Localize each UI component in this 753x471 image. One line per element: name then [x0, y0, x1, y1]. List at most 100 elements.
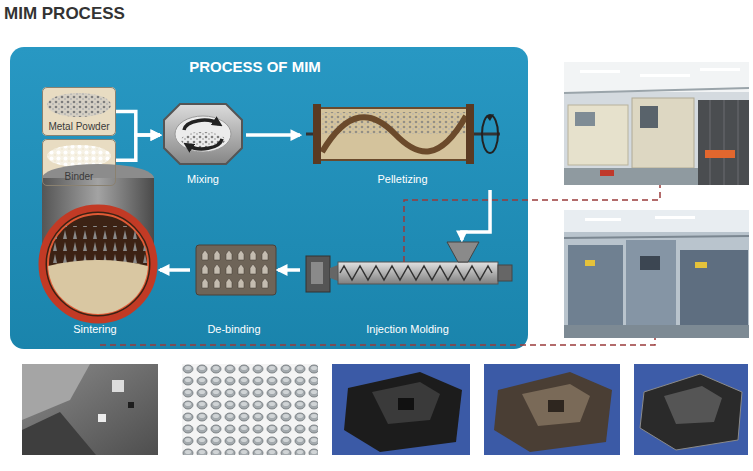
factory-photo [695, 262, 707, 268]
factory-photo [564, 168, 698, 185]
part-photo [22, 364, 90, 420]
furnace-illustration [40, 226, 156, 320]
mixer-illustration [184, 120, 219, 130]
mixer-illustration [164, 104, 242, 164]
factory-photo [738, 100, 739, 185]
stage-label: De-binding [190, 323, 278, 336]
panel-heading: PROCESS OF MIM [120, 58, 390, 76]
process-stage: De-binding [190, 240, 278, 340]
pelletizer-illustration [322, 116, 466, 152]
process-stage: Mixing [160, 100, 246, 190]
pellets-photo [182, 364, 318, 455]
process-panel: PROCESS OF MIM Metal PowderBinder Mixing Pe… [10, 47, 528, 349]
process-stage: Pelletizing [300, 100, 505, 190]
factory-photo [632, 98, 694, 168]
factory-photo [698, 100, 749, 185]
factory-photo [564, 210, 749, 338]
factory-photo [580, 70, 620, 73]
part-photo [494, 372, 612, 452]
part-photo [634, 364, 748, 455]
mixer-illustration [164, 104, 242, 164]
factory-photo [640, 256, 660, 270]
debinding-tray-illustration [196, 245, 276, 295]
stage-label: Mixing [160, 173, 246, 186]
part-photo [22, 412, 96, 455]
factory-photo [600, 170, 614, 176]
factory-photo [564, 325, 749, 338]
factory-photo [564, 88, 749, 93]
stage-label: Sintering [30, 323, 160, 336]
powder-illustration [47, 93, 111, 117]
injection-machine-illustration [306, 256, 330, 292]
factory-photo [640, 74, 690, 77]
binder-illustration [47, 145, 111, 167]
factory-photo [680, 250, 748, 328]
part-photo [398, 398, 414, 410]
part-photo [372, 382, 440, 424]
factory-photo [640, 106, 658, 128]
injection-machine-illustration [311, 262, 323, 284]
stage-label: Metal Powder [43, 121, 115, 133]
page-title: MIM PROCESS [4, 4, 125, 24]
part-photo [332, 364, 470, 455]
injection-machine-illustration [338, 262, 498, 284]
pelletizer-illustration [313, 104, 321, 164]
part-photo [484, 364, 620, 455]
process-stage: Injection Molding [300, 240, 515, 340]
part-photo [22, 364, 158, 455]
part-photo [664, 386, 722, 424]
factory-photo [705, 150, 735, 158]
stage-label: Binder [43, 171, 115, 183]
factory-photo [564, 62, 749, 185]
factory-photo [585, 260, 595, 266]
pelletizer-illustration [318, 108, 470, 160]
factory-photo [575, 112, 595, 126]
stage-label: Pelletizing [300, 173, 505, 186]
part-photo [332, 364, 470, 455]
injection-machine-illustration [340, 266, 492, 280]
factory-photo [564, 236, 749, 238]
stage-label: Injection Molding [300, 323, 515, 336]
powder-illustration [47, 93, 111, 117]
factory-photo [700, 68, 740, 71]
pelletizer-illustration [306, 104, 500, 164]
part-photo [98, 414, 106, 422]
part-photo [344, 372, 462, 452]
factory-photo [564, 210, 749, 338]
factory-photo [564, 62, 749, 185]
injection-machine-illustration [498, 265, 512, 281]
pellets-photo [182, 364, 318, 455]
factory-photo [585, 218, 621, 221]
pelletizer-illustration [466, 104, 474, 164]
factory-photo [568, 105, 628, 165]
part-photo [548, 400, 564, 412]
debinding-tray-illustration [200, 249, 272, 291]
factory-photo [564, 62, 749, 92]
factory-photo [568, 245, 623, 325]
part-photo [22, 364, 158, 455]
input-box: Metal Powder [42, 87, 116, 136]
part-photo [522, 384, 590, 426]
input-box: Binder [42, 139, 116, 186]
part-photo [634, 364, 748, 455]
factory-photo [710, 100, 711, 185]
furnace-illustration [40, 164, 156, 320]
pellets-photo [182, 364, 318, 455]
factory-photo [564, 210, 749, 232]
powder-illustration [42, 87, 116, 136]
factory-photo [724, 100, 725, 185]
part-photo [640, 374, 742, 450]
part-photo [112, 380, 124, 392]
part-photo [484, 364, 620, 455]
powder-illustration [42, 87, 116, 136]
mixer-illustration [187, 139, 222, 149]
mixer-illustration [175, 116, 231, 152]
factory-photo [626, 240, 676, 330]
factory-photo [655, 216, 695, 219]
part-photo [128, 402, 134, 408]
binder-illustration [47, 145, 111, 167]
process-stage: Sintering [30, 160, 160, 340]
mixer-illustration [181, 132, 225, 148]
